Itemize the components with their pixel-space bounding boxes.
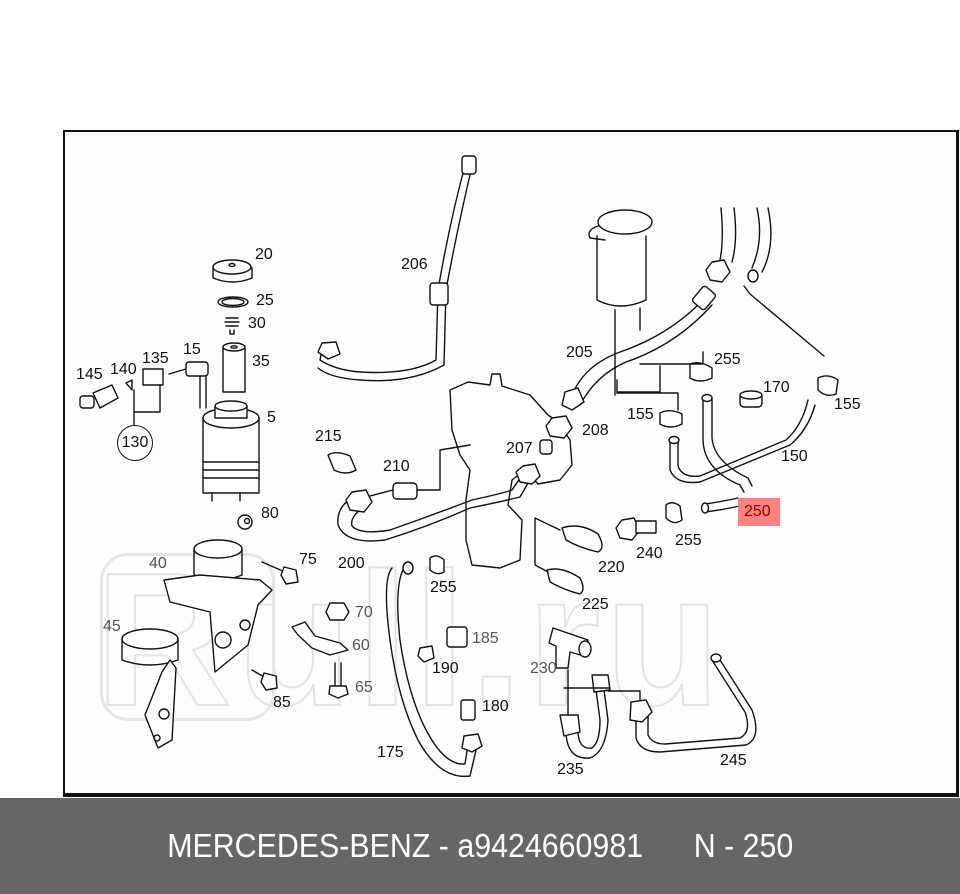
part-label-215[interactable]: 215	[315, 428, 342, 445]
part-label-85[interactable]: 85	[273, 694, 291, 711]
part-label-65[interactable]: 65	[355, 679, 373, 696]
part-label-15[interactable]: 15	[183, 341, 201, 358]
part-number: a9424660981	[457, 827, 643, 864]
part-label-255-top[interactable]: 255	[714, 351, 741, 368]
hose-205-icon	[572, 297, 713, 406]
part-label-255-left[interactable]: 255	[430, 579, 457, 596]
hose-clip-icon-255a	[429, 555, 445, 575]
filter-cartridge-icon	[222, 342, 246, 393]
part-label-20[interactable]: 20	[255, 246, 273, 263]
banjo-bolt-icon-240	[615, 517, 657, 541]
part-label-185[interactable]: 185	[472, 630, 499, 647]
part-label-155-right[interactable]: 155	[834, 396, 861, 413]
elbow-fitting-icon-220	[561, 525, 603, 553]
pipe-clamp-icon-185	[446, 626, 468, 648]
part-label-230[interactable]: 230	[530, 660, 557, 677]
watermark-logo-badge	[100, 553, 275, 721]
part-label-130-circled[interactable]: 130	[117, 425, 153, 461]
elbow-fitting-icon-225	[546, 568, 584, 595]
hose-clip-icon-155b	[817, 375, 839, 397]
part-label-225[interactable]: 225	[582, 596, 609, 613]
nut-icon	[325, 602, 350, 621]
hose-235-icon	[565, 689, 609, 759]
spring-icon	[224, 317, 240, 335]
part-label-180[interactable]: 180	[482, 698, 509, 715]
part-label-155-left[interactable]: 155	[627, 406, 654, 423]
part-label-45[interactable]: 45	[103, 618, 121, 635]
part-label-145[interactable]: 145	[76, 366, 103, 383]
part-label-140[interactable]: 140	[110, 361, 137, 378]
hose-200-icon	[337, 467, 536, 542]
level-sensor-icon	[168, 361, 209, 409]
part-label-5[interactable]: 5	[267, 409, 276, 426]
reservoir-cap-icon	[212, 259, 253, 283]
mounting-clip-icon	[291, 621, 349, 656]
hose-245-icon	[635, 659, 757, 753]
part-label-235[interactable]: 235	[557, 761, 584, 778]
bolt-icon-65	[334, 662, 342, 686]
part-label-30[interactable]: 30	[248, 315, 266, 332]
elbow-fitting-icon-215	[327, 452, 357, 474]
bolt-icon-190	[417, 645, 435, 663]
hose-175-icon	[385, 567, 477, 778]
part-label-60[interactable]: 60	[352, 637, 370, 654]
position-label: N - 250	[693, 827, 794, 864]
brand-name: MERCEDES-BENZ	[166, 827, 431, 864]
nut-icon-top	[705, 259, 731, 283]
seal-ring-icon	[217, 296, 249, 308]
hose-clip-icon-255c	[665, 502, 683, 524]
part-label-210[interactable]: 210	[383, 458, 410, 475]
caption-separator: -	[430, 827, 458, 864]
fluid-reservoir-icon	[202, 400, 260, 502]
part-label-208[interactable]: 208	[582, 422, 609, 439]
cable-plug-icon	[79, 384, 119, 409]
part-label-200[interactable]: 200	[338, 555, 365, 572]
part-label-75[interactable]: 75	[299, 551, 317, 568]
connector-icon	[142, 368, 164, 386]
part-label-40[interactable]: 40	[149, 555, 167, 572]
hose-150-icon	[702, 397, 753, 493]
part-label-220[interactable]: 220	[598, 559, 625, 576]
part-label-240[interactable]: 240	[636, 545, 663, 562]
part-label-245[interactable]: 245	[720, 752, 747, 769]
plug-pin-icon	[125, 379, 133, 391]
part-label-255-right[interactable]: 255	[675, 532, 702, 549]
caption-gap	[643, 827, 694, 864]
part-label-190[interactable]: 190	[432, 660, 459, 677]
caption-footer: MERCEDES-BENZ - a9424660981 N - 250	[0, 798, 960, 894]
part-label-175[interactable]: 175	[377, 744, 404, 761]
part-label-206[interactable]: 206	[401, 256, 428, 273]
caption-text: MERCEDES-BENZ - a9424660981 N - 250	[167, 827, 793, 865]
hose-clip-icon-155a	[659, 410, 683, 428]
remote-reservoir-icon	[588, 209, 661, 396]
hose-clip-icon-255b	[689, 361, 713, 382]
union-fitting-icon-180	[460, 699, 476, 721]
part-label-205[interactable]: 205	[566, 344, 593, 361]
ring-nut-icon-170	[739, 390, 763, 408]
bracket-clamp-icon	[163, 539, 273, 673]
hose-206-icon	[317, 161, 474, 382]
part-label-80[interactable]: 80	[261, 505, 279, 522]
steering-pump-body-icon	[449, 373, 573, 569]
part-label-150[interactable]: 150	[781, 448, 808, 465]
bolt-icon	[261, 561, 286, 573]
part-label-170[interactable]: 170	[763, 379, 790, 396]
part-label-135[interactable]: 135	[142, 350, 169, 367]
part-label-250-highlighted[interactable]: 250	[738, 498, 780, 526]
adapter-fitting-icon-210	[392, 482, 418, 500]
part-label-35[interactable]: 35	[252, 353, 270, 370]
part-label-70[interactable]: 70	[355, 604, 373, 621]
fitting-207-icon	[539, 439, 553, 455]
part-label-25[interactable]: 25	[256, 292, 274, 309]
clamp-bracket-icon	[121, 628, 179, 749]
tee-fitting-icon-230	[548, 627, 592, 669]
part-label-207[interactable]: 207	[506, 440, 533, 457]
nut-icon-208	[545, 415, 573, 439]
